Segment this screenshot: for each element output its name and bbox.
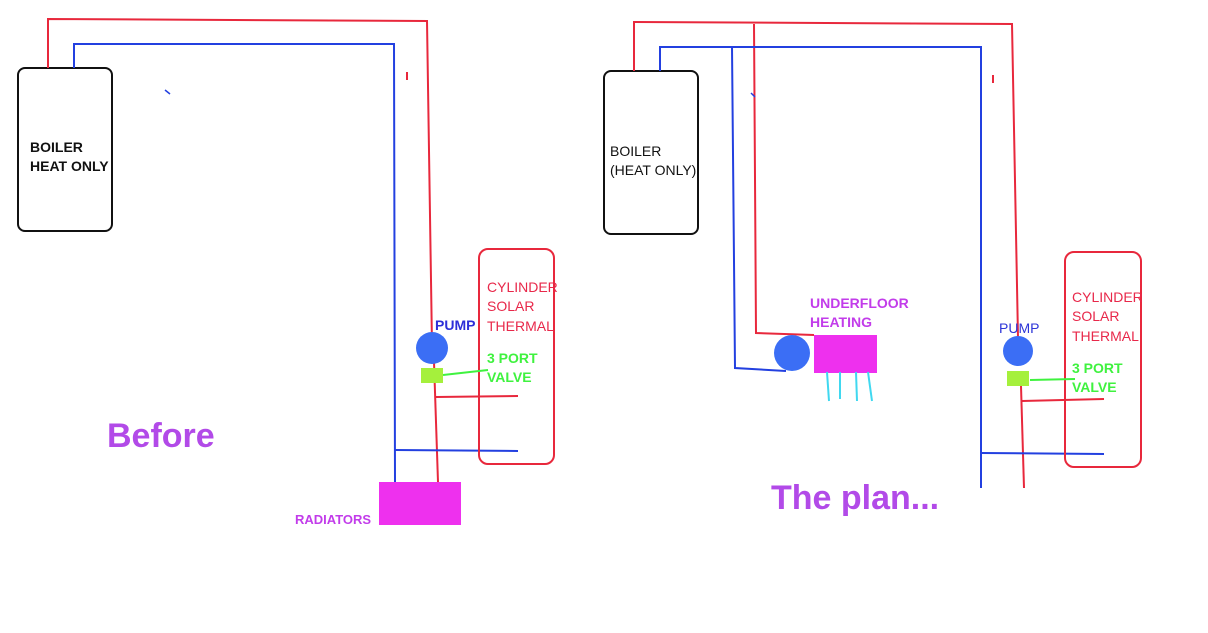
- plan-return-branch-underfloor: [731, 46, 787, 372]
- plan-cylinder-label: CYLINDER SOLAR THERMAL: [1072, 289, 1143, 344]
- before-return-from-cylinder: [394, 449, 519, 452]
- before-pump-label: PUMP: [435, 317, 476, 333]
- plan-return-from-cylinder: [980, 452, 1105, 455]
- before-diagram: [17, 17, 555, 525]
- plan-cylinder-box: [1064, 251, 1142, 468]
- plan-diagram: [603, 20, 1142, 489]
- before-radiators: [379, 482, 461, 525]
- before-valve-label: 3 PORT VALVE: [487, 350, 538, 385]
- plan-flow-to-cylinder: [1021, 398, 1105, 402]
- plan-return-pipe: [659, 46, 982, 488]
- before-boiler-box: [17, 67, 113, 232]
- plan-3-port-valve: [1007, 371, 1029, 386]
- before-radiators-label: RADIATORS: [295, 512, 372, 527]
- before-title: Before: [107, 417, 215, 455]
- before-stray-mark: [164, 89, 171, 95]
- plan-underfloor-pump: [774, 335, 810, 371]
- plan-pump: [1003, 336, 1033, 366]
- before-3-port-valve: [421, 368, 443, 383]
- before-cylinder-box: [478, 248, 555, 465]
- plan-underfloor-pipes: [826, 371, 873, 402]
- plan-boiler-box: [603, 70, 699, 235]
- plan-boiler-label: BOILER (HEAT ONLY): [610, 143, 697, 178]
- before-pump: [416, 332, 448, 364]
- plan-valve-label: 3 PORT VALVE: [1072, 360, 1123, 395]
- before-return-pipe: [73, 43, 396, 483]
- before-boiler-label: BOILER HEAT ONLY: [30, 139, 109, 174]
- plan-pump-label: PUMP: [999, 320, 1040, 336]
- plan-flow-pipe-lower: [1020, 385, 1025, 489]
- plan-stray-mark: [750, 92, 756, 98]
- before-valve-link: [442, 369, 489, 376]
- before-cylinder-label: CYLINDER SOLAR THERMAL: [487, 279, 558, 334]
- before-flow-to-cylinder: [435, 395, 519, 398]
- plan-title: The plan...: [771, 479, 940, 517]
- before-flow-pipe: [47, 17, 433, 346]
- plan-flow-pipe: [633, 20, 1019, 339]
- plan-flow-branch-underfloor: [753, 23, 815, 336]
- plan-underfloor-label: UNDERFLOOR HEATING: [810, 295, 909, 330]
- plan-valve-link: [1029, 378, 1076, 381]
- plan-underfloor-manifold: [814, 335, 877, 373]
